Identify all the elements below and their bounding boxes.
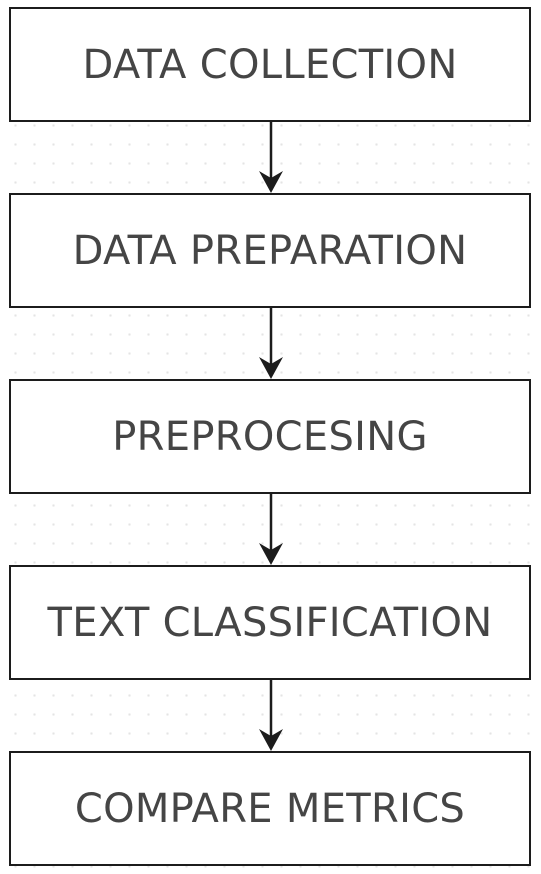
step-preprocesing[interactable]: PREPROCESING bbox=[9, 379, 531, 494]
arrow-down-icon bbox=[259, 308, 283, 379]
step-label: DATA COLLECTION bbox=[82, 41, 458, 88]
step-compare-metrics[interactable]: COMPARE METRICS bbox=[9, 751, 531, 866]
step-label: PREPROCESING bbox=[112, 413, 428, 460]
step-data-preparation[interactable]: DATA PREPARATION bbox=[9, 193, 531, 308]
arrow-down-icon bbox=[259, 122, 283, 193]
step-label: TEXT CLASSIFICATION bbox=[47, 599, 493, 646]
step-text-classification[interactable]: TEXT CLASSIFICATION bbox=[9, 565, 531, 680]
step-label: COMPARE METRICS bbox=[74, 785, 466, 832]
step-label: DATA PREPARATION bbox=[72, 227, 468, 274]
step-data-collection[interactable]: DATA COLLECTION bbox=[9, 7, 531, 122]
arrow-down-icon bbox=[259, 680, 283, 751]
arrow-down-icon bbox=[259, 494, 283, 565]
